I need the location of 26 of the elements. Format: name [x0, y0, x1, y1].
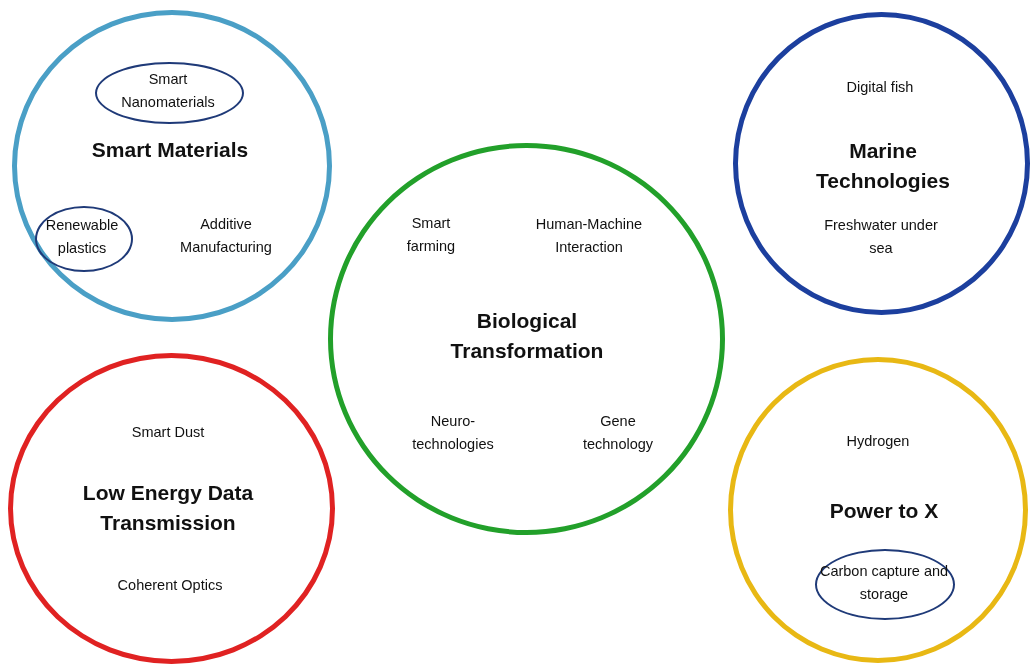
topic-item: Neuro- technologies — [411, 412, 495, 455]
topic-item: Smart Nanomaterials — [120, 70, 216, 113]
topic-heading: Power to X — [828, 498, 940, 524]
topic-heading: Biological Transformation — [449, 308, 605, 365]
topic-item: Smart Dust — [130, 423, 206, 442]
topic-item: Additive Manufacturing — [179, 215, 273, 258]
topic-circle — [733, 12, 1030, 315]
subtopic-oval — [35, 206, 133, 272]
topic-heading: Marine Technologies — [815, 138, 951, 195]
topic-item: Gene technology — [581, 412, 655, 455]
topic-item: Smart farming — [405, 214, 457, 257]
topic-item: Human-Machine Interaction — [534, 215, 644, 258]
topic-heading: Low Energy Data Transmission — [81, 480, 255, 537]
topic-item: Hydrogen — [845, 432, 911, 451]
topic-item: Coherent Optics — [116, 576, 224, 595]
subtopic-oval — [815, 549, 955, 620]
topic-item: Renewable plastics — [44, 216, 120, 259]
topic-heading: Smart Materials — [90, 137, 250, 163]
topic-item: Freshwater under sea — [823, 216, 939, 259]
topic-circle — [8, 353, 335, 664]
topic-circle — [728, 357, 1028, 663]
topic-circle — [12, 10, 332, 322]
topic-item: Carbon capture and storage — [818, 562, 950, 605]
subtopic-oval — [95, 62, 244, 124]
topic-item: Digital fish — [845, 78, 915, 97]
topic-circle — [328, 143, 725, 535]
